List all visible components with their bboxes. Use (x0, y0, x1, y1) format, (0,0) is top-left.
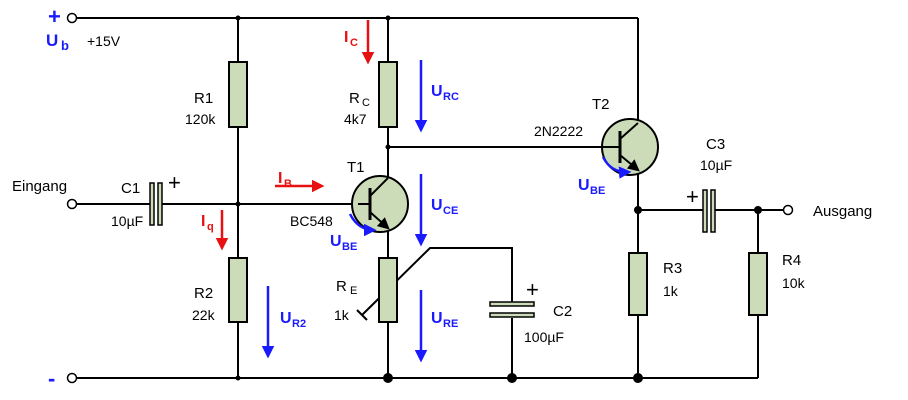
t2-type: 2N2222 (534, 123, 583, 139)
rc-value: 4k7 (344, 111, 367, 127)
node (235, 375, 241, 381)
uce-label: U (431, 197, 443, 214)
node (383, 373, 393, 383)
ube-t2-subscript: BE (590, 185, 605, 197)
ic-label: I (344, 29, 348, 46)
r4-name: R4 (782, 252, 801, 269)
c2-plus-sign: + (526, 277, 539, 302)
t2-name: T2 (592, 96, 610, 113)
iq-subscript: q (207, 221, 214, 233)
c1-plus-sign: + (168, 170, 181, 195)
c1-value: 10µF (111, 213, 143, 229)
resistor-re (378, 257, 398, 323)
c3-plus-sign: + (686, 184, 699, 209)
ground-minus-sign: - (48, 366, 55, 391)
node (385, 15, 391, 21)
node (385, 144, 391, 150)
node (507, 373, 517, 383)
wires (77, 17, 783, 379)
capacitor-c2 (489, 301, 535, 318)
ur2-label: U (280, 310, 292, 327)
iq-label: I (201, 213, 205, 230)
resistor-r1 (228, 61, 248, 128)
ic-subscript: C (350, 37, 358, 49)
re-name: R (336, 278, 347, 295)
r2-name: R2 (194, 285, 213, 302)
ground-terminal (66, 372, 78, 384)
re-subscript: E (350, 285, 357, 297)
junction-nodes (235, 15, 762, 383)
node (235, 201, 241, 207)
capacitor-c1 (149, 182, 163, 226)
ub-subscript: b (61, 38, 69, 53)
voltage-arrow-ube-t1 (348, 213, 377, 237)
ur2-subscript: R2 (292, 318, 306, 330)
rc-subscript: C (362, 97, 370, 109)
node (235, 15, 241, 21)
ube-t1-subscript: BE (342, 241, 357, 253)
r1-name: R1 (194, 90, 213, 107)
urc-subscript: RC (443, 91, 459, 103)
r4-value: 10k (782, 275, 806, 291)
re-value: 1k (334, 307, 350, 323)
resistor-r4 (748, 252, 768, 316)
resistor-r2 (228, 257, 248, 323)
r3-name: R3 (663, 260, 682, 277)
ube-t1-label: U (330, 233, 342, 250)
c3-value: 10µF (700, 157, 732, 173)
r2-value: 22k (192, 307, 216, 323)
uce-subscript: CE (443, 205, 458, 217)
c2-value: 100µF (524, 329, 564, 345)
ib-label: I (278, 170, 282, 187)
r3-value: 1k (663, 283, 679, 299)
supply-plus-sign: + (48, 4, 61, 29)
input-label: Eingang (12, 178, 67, 195)
urc-label: U (431, 83, 443, 100)
resistor-rc (378, 61, 398, 128)
ure-label: U (431, 310, 443, 327)
supply-terminal (66, 12, 78, 24)
output-label: Ausgang (813, 203, 872, 220)
resistor-r3 (628, 252, 648, 316)
r1-value: 120k (185, 111, 216, 127)
voltage-arrow-ube-t2 (601, 156, 632, 179)
transistor-t2 (601, 118, 659, 176)
t1-name: T1 (347, 159, 365, 176)
capacitor-c3 (702, 189, 716, 233)
input-terminal (66, 198, 78, 210)
ub-label: U (46, 31, 58, 50)
c3-name: C3 (706, 136, 725, 153)
supply-value: +15V (87, 33, 121, 49)
ube-t2-label: U (578, 177, 590, 194)
potentiometer-wiper (356, 309, 368, 321)
c2-name: C2 (553, 303, 572, 320)
output-terminal (782, 204, 794, 216)
node (633, 373, 643, 383)
ure-subscript: RE (443, 318, 458, 330)
t1-type: BC548 (290, 213, 333, 229)
node (754, 206, 762, 214)
c1-name: C1 (121, 180, 140, 197)
ib-subscript: B (284, 178, 292, 190)
transistor-t1 (351, 175, 409, 233)
node (634, 206, 642, 214)
rc-name: R (349, 90, 360, 107)
